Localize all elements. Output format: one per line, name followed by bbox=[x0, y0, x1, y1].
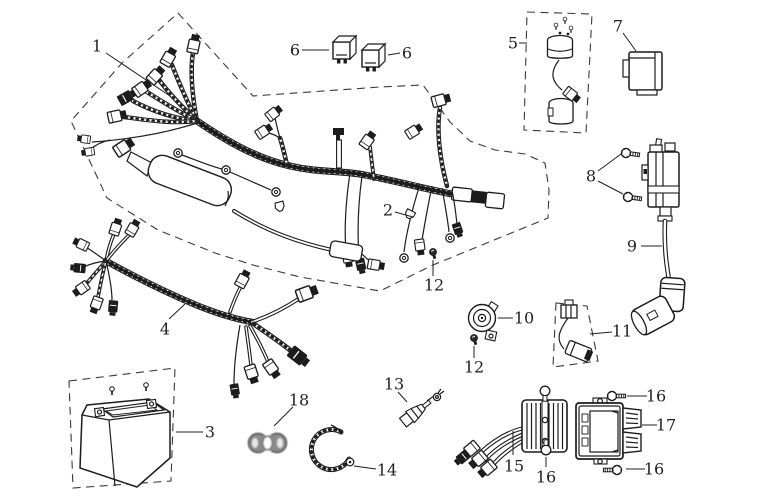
callout-14-clamp: 14 bbox=[377, 461, 397, 480]
callout-4-sub-harness-leader bbox=[168, 303, 186, 320]
callout-6-relay-right: 6 bbox=[402, 44, 412, 63]
flange-bolt-lower-art bbox=[469, 333, 480, 347]
callout-4-sub-harness: 4 bbox=[160, 320, 170, 339]
flange-bolt-upper-art bbox=[428, 247, 439, 261]
coil-bolts-art bbox=[620, 147, 643, 205]
callout-9-ignition-coil: 9 bbox=[627, 237, 637, 256]
callout-8-bolts-leader bbox=[597, 180, 624, 195]
horn-art bbox=[467, 300, 499, 342]
callout-12-bolt-lower: 12 bbox=[464, 358, 484, 377]
callout-7-cdi-leader bbox=[622, 32, 637, 52]
callout-16-bolt-top: 16 bbox=[646, 387, 666, 406]
callout-13-thermo-sensor: 13 bbox=[384, 375, 404, 394]
callout-13-thermo-sensor-leader bbox=[397, 391, 408, 403]
callout-2-harness-clip: 2 bbox=[383, 201, 393, 220]
cdi-unit-art bbox=[622, 51, 663, 96]
main-wire-harness-art bbox=[76, 32, 506, 275]
relay-right-art bbox=[360, 42, 387, 72]
callout-10-horn: 10 bbox=[514, 309, 534, 328]
callout-15-rectifier: 15 bbox=[504, 457, 524, 476]
rectifier-top-bolt bbox=[539, 385, 551, 402]
callout-3-battery: 3 bbox=[205, 423, 215, 442]
callout-17-ecu: 17 bbox=[656, 416, 676, 435]
ignition-coil-art bbox=[630, 138, 686, 336]
callout-18-grommet: 18 bbox=[289, 391, 309, 410]
ecu-bolt-bottom-art bbox=[602, 464, 623, 476]
secondary-harness-art bbox=[69, 216, 321, 400]
callout-5-ignition-switch: 5 bbox=[508, 34, 518, 53]
callout-7-cdi: 7 bbox=[613, 17, 623, 36]
relay-left-art bbox=[331, 34, 358, 64]
callout-11-sensor-lead-leader bbox=[589, 331, 613, 335]
callout-14-clamp-leader bbox=[353, 465, 377, 470]
grommet-art bbox=[247, 432, 288, 454]
callout-18-grommet-leader bbox=[273, 406, 294, 427]
callout-2-harness-clip-leader bbox=[394, 211, 414, 218]
callout-8-bolts-leader bbox=[597, 153, 622, 172]
callout-16-bolt-bottom: 16 bbox=[644, 460, 664, 479]
callout-11-sensor-lead: 11 bbox=[612, 322, 632, 341]
harness-clip-art bbox=[399, 183, 465, 263]
ecu-art bbox=[575, 390, 642, 476]
rectifier-art bbox=[452, 385, 568, 480]
battery-art bbox=[79, 381, 171, 488]
callout-8-bolts: 8 bbox=[586, 167, 596, 186]
callout-12-bolt-upper: 12 bbox=[424, 276, 444, 295]
clamp-art bbox=[308, 424, 355, 473]
battery-box bbox=[68, 367, 176, 489]
main-harness-boundary bbox=[70, 12, 550, 292]
thermo-sensor-art bbox=[398, 388, 445, 428]
clip-small bbox=[274, 200, 285, 212]
ignition-switch-art bbox=[546, 16, 583, 125]
callout-16-bolt-mid: 16 bbox=[536, 468, 556, 487]
callout-1-main-harness-leader bbox=[105, 52, 171, 97]
callout-6-relay-right-leader bbox=[387, 52, 401, 56]
ecu-bolt-top-art bbox=[606, 390, 627, 402]
callout-1-main-harness: 1 bbox=[92, 37, 102, 56]
callout-6-relay-left: 6 bbox=[290, 41, 300, 60]
sensor-lead-art bbox=[558, 299, 594, 363]
ignition-switch-box bbox=[523, 11, 593, 134]
